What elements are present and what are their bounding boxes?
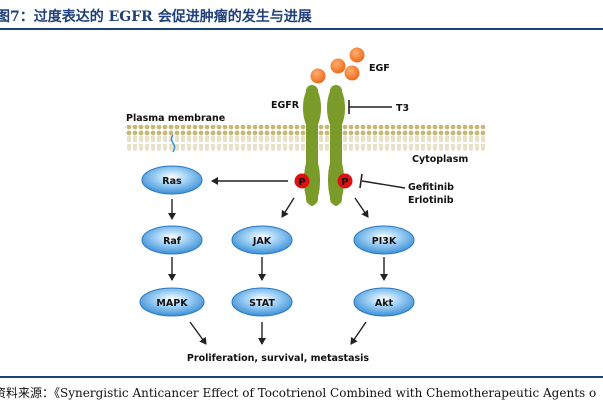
phospho-label-right: P: [341, 177, 348, 188]
egf-ligands: [310, 47, 365, 84]
node-stat-label: STAT: [249, 298, 275, 309]
node-jak: JAK: [231, 225, 293, 255]
node-raf: Raf: [141, 225, 203, 255]
figure-footer: 资料来源：《Synergistic Anticancer Effect of T…: [0, 376, 603, 404]
phospho-site-right: [337, 173, 353, 189]
node-ras: Ras: [141, 165, 203, 195]
erlotinib-label: Erlotinib: [408, 195, 454, 206]
egf-label: EGF: [369, 63, 390, 74]
node-stat: STAT: [231, 287, 293, 317]
arrow-akt-outcome: [350, 321, 367, 345]
figure-title: 图7：过度表达的 EGFR 会促进肿瘤的发生与进展: [0, 9, 312, 25]
phospho-label-left: P: [298, 177, 305, 188]
node-akt-label: Akt: [375, 298, 394, 309]
node-mapk-label: MAPK: [156, 298, 188, 309]
tki-inhibition-line: [361, 180, 406, 189]
node-raf-label: Raf: [163, 236, 182, 247]
node-jak-label: JAK: [252, 236, 272, 247]
cytoplasm-label: Cytoplasm: [412, 154, 468, 165]
tki-inhibition-bar: [359, 173, 363, 189]
t3-label: T3: [396, 103, 409, 114]
plasma-membrane-label: Plasma membrane: [126, 113, 225, 124]
node-pi3k-label: PI3K: [372, 236, 397, 247]
phospho-site-left: [294, 173, 310, 189]
node-pi3k: PI3K: [353, 225, 415, 255]
arrow-egfr-jak: [281, 197, 295, 218]
egfr-receptor: [303, 85, 345, 206]
node-mapk: MAPK: [139, 287, 205, 317]
arrow-mapk-outcome: [189, 321, 207, 345]
ras-anchor: [170, 134, 176, 153]
node-akt: Akt: [353, 287, 415, 317]
gefitinib-label: Gefitinib: [408, 182, 454, 193]
pathway-arrows: [168, 177, 388, 345]
figure-header: 图7：过度表达的 EGFR 会促进肿瘤的发生与进展: [0, 0, 603, 30]
outcome-label: Proliferation, survival, metastasis: [187, 353, 370, 364]
arrow-egfr-pi3k: [354, 197, 369, 218]
source-citation: 资料来源：《Synergistic Anticancer Effect of T…: [0, 386, 597, 400]
egfr-label: EGFR: [271, 100, 300, 111]
node-ras-label: Ras: [162, 176, 182, 187]
plasma-membrane: [125, 125, 485, 151]
